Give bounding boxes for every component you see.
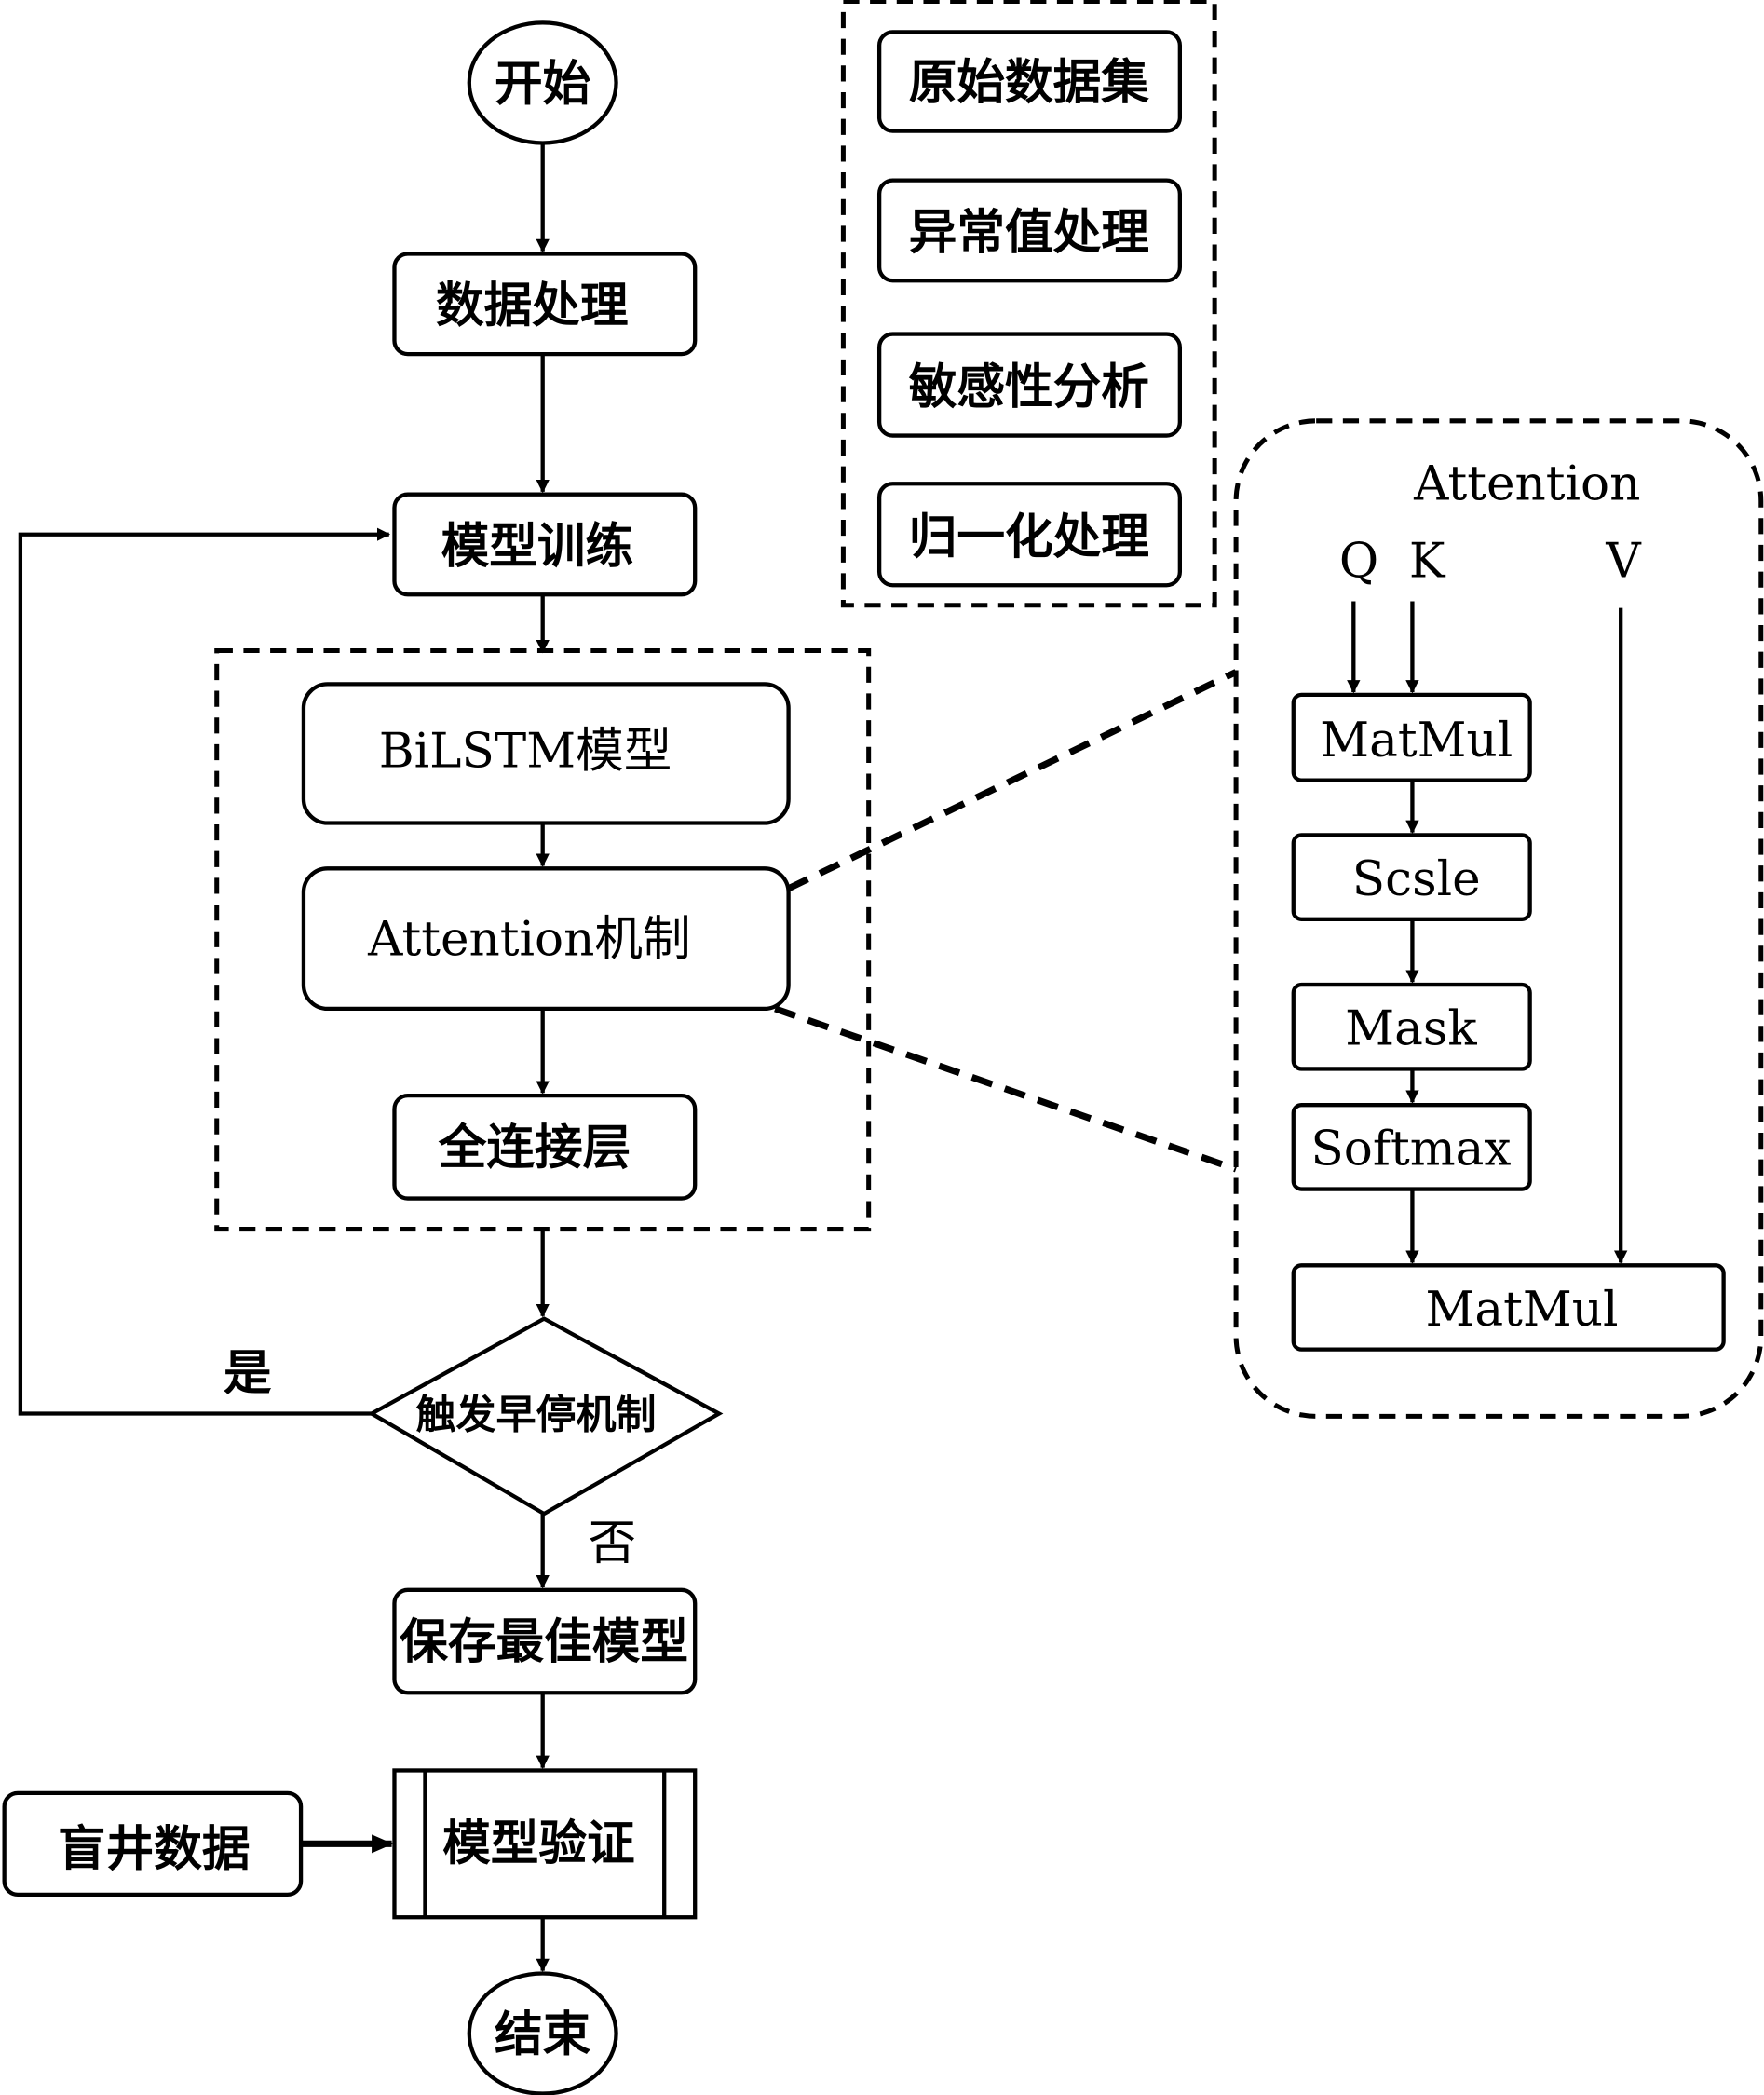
svg-text:BiLSTM模型: BiLSTM模型 [379,723,672,779]
svg-text:Scsle: Scsle [1352,851,1481,907]
svg-text:结束: 结束 [495,2007,591,2063]
model-group-dashed [214,647,872,1232]
zoom-connector-top [787,669,1238,892]
preprocess-item: 异常值处理 [876,178,1183,283]
svg-text:Mask: Mask [1345,1001,1477,1057]
svg-text:全连接层: 全连接层 [438,1120,631,1176]
v-label: V [1605,534,1642,590]
svg-text:Attention机制: Attention机制 [367,912,691,968]
svg-text:异常值处理: 异常值处理 [909,205,1149,261]
k-label: K [1409,534,1446,590]
svg-text:保存最佳模型: 保存最佳模型 [400,1614,688,1670]
svg-text:盲井数据: 盲井数据 [58,1821,251,1877]
svg-text:模型验证: 模型验证 [442,1816,635,1872]
fc-layer-box: 全连接层 [392,1093,698,1201]
svg-text:原始数据集: 原始数据集 [909,55,1150,111]
data-processing-box: 数据处理 [392,252,698,357]
save-best-box: 保存最佳模型 [392,1587,698,1695]
attention-arrows [1347,601,1628,1264]
svg-text:模型训练: 模型训练 [441,519,634,575]
svg-text:开始: 开始 [495,57,591,113]
model-validation-box: 模型验证 [392,1768,698,1920]
blind-well-box: 盲井数据 [2,1790,304,1898]
early-stop-diamond: 触发早停机制 [367,1316,724,1517]
preprocess-item: 敏感性分析 [876,332,1183,438]
softmax-box: Softmax [1291,1103,1532,1191]
svg-text:归一化处理: 归一化处理 [909,510,1149,565]
start-node: 开始 [467,20,618,145]
bilstm-box: BiLSTM模型 [301,682,791,825]
main-arrows [18,143,550,1973]
preprocess-item: 归一化处理 [876,482,1183,588]
matmul-box-1: MatMul [1291,692,1532,782]
model-training-box: 模型训练 [392,492,698,597]
attention-mechanism-box: Attention机制 [301,866,791,1012]
svg-text:敏感性分析: 敏感性分析 [909,360,1149,415]
matmul-box-2: MatMul [1291,1263,1726,1352]
svg-text:MatMul: MatMul [1320,713,1513,769]
q-label: Q [1339,534,1378,590]
no-label: 否 [588,1516,636,1571]
svg-text:数据处理: 数据处理 [436,279,629,334]
svg-text:Softmax: Softmax [1310,1122,1511,1177]
scale-box: Scsle [1291,833,1532,921]
attention-title: Attention [1413,456,1640,511]
preprocess-group-dashed [840,0,1217,608]
preprocess-item: 原始数据集 [876,30,1183,133]
yes-label: 是 [224,1346,272,1402]
svg-text:触发早停机制: 触发早停机制 [415,1392,656,1438]
end-node: 结束 [467,1971,618,2095]
attention-detail-group [1233,418,1764,1419]
svg-text:MatMul: MatMul [1426,1282,1619,1338]
mask-box: Mask [1291,982,1532,1071]
zoom-connector-bottom [774,1005,1238,1173]
